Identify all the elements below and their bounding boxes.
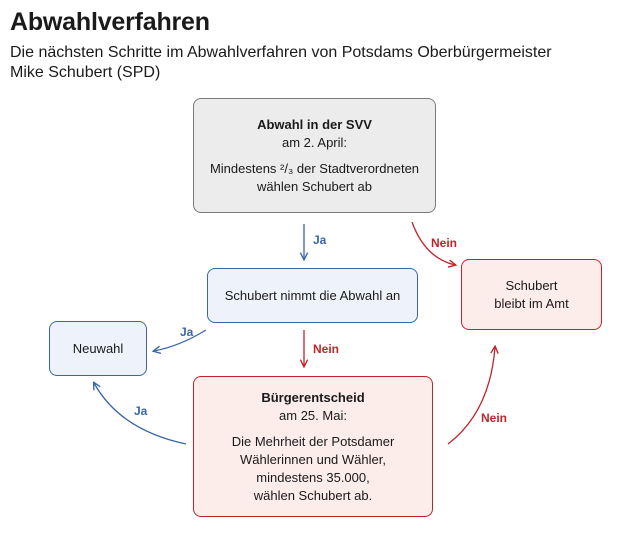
node-buergerentscheid-line4: wählen Schubert ab. [253,487,373,503]
edge-label-accept-neuwahl: Ja [180,325,194,339]
node-buergerentscheid: Bürgerentscheid am 25. Mai: Die Mehrheit… [193,376,433,517]
arrow-accept-to-neuwahl [154,329,207,351]
node-schubert-accepts: Schubert nimmt die Abwahl an [207,268,418,323]
node-abwahl-svv: Abwahl in der SVV am 2. April: Mindesten… [193,98,436,213]
edge-label-svv-stays: Nein [431,236,458,250]
arrow-entscheid-to-neuwahl [94,383,187,445]
node-neuwahl-text: Neuwahl [72,340,124,356]
node-abwahl-svv-date: am 2. April: [281,134,348,150]
page-subtitle: Die nächsten Schritte im Abwahlverfahren… [10,44,552,81]
node-abwahl-svv-line2: wählen Schubert ab [257,178,372,194]
edge-label-entscheid-neuwahl: Ja [134,404,148,418]
node-buergerentscheid-line3: mindestens 35.000, [256,469,370,485]
node-abwahl-svv-line1: Mindestens ²/₃ der Stadtverordneten [209,160,420,176]
node-buergerentscheid-line1: Die Mehrheit der Potsdamer [231,433,395,449]
node-neuwahl: Neuwahl [49,321,147,376]
arrow-entscheid-to-stays [447,347,495,445]
node-schubert-stays: Schubert bleibt im Amt [461,259,602,330]
node-buergerentscheid-line2: Wählerinnen und Wähler, [240,451,386,467]
node-buergerentscheid-date: am 25. Mai: [279,407,347,423]
node-schubert-stays-line1: Schubert [505,277,558,293]
node-schubert-accepts-text: Schubert nimmt die Abwahl an [224,287,401,303]
page-title: Abwahlverfahren [10,8,210,36]
arrow-svv-to-stays [411,221,455,265]
node-schubert-stays-line2: bleibt im Amt [494,295,569,311]
node-abwahl-svv-title: Abwahl in der SVV [257,116,372,132]
node-buergerentscheid-title: Bürgerentscheid [261,389,365,405]
edge-label-entscheid-stays: Nein [481,411,508,425]
edge-label-accept-entscheid: Nein [313,342,340,356]
edge-label-svv-accept: Ja [313,233,327,247]
